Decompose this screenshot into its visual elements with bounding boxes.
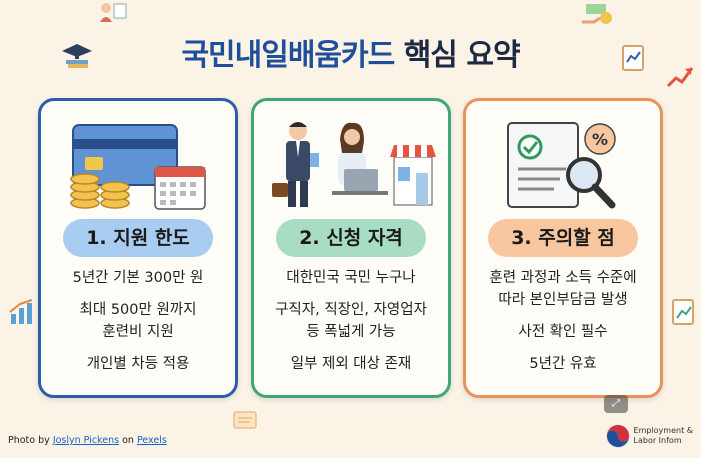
svg-text:%: % [592, 130, 608, 149]
site-link[interactable]: Pexels [136, 435, 167, 446]
card-line: 훈련비 지원 [102, 324, 174, 340]
author-link[interactable]: Joslyn Pickens [52, 435, 120, 446]
illustration: % [466, 117, 660, 213]
credit-card-coins-calendar-icon [70, 124, 206, 210]
card-heading: 1. 지원 한도 [63, 219, 213, 257]
brand-line2: Labor Infom [633, 436, 682, 445]
brand-logo: Employment & Labor Infom [606, 424, 693, 448]
card-support-limit: 1. 지원 한도 5년간 기본 300만 원 최대 500만 원까지 훈련비 지… [38, 98, 238, 398]
notepad-icon [233, 411, 257, 429]
card-line: 훈련 과정과 소득 수준에 [489, 270, 637, 286]
card-line: 따라 본인부담금 발생 [498, 292, 628, 308]
clipboard-trend-icon [672, 299, 694, 325]
card-cautions: % 3. 주의할 점 훈련 과정과 소득 수준에 따라 본인부담금 발생 사전 … [463, 98, 663, 398]
card-line: 개인별 차등 적용 [86, 356, 190, 372]
card-line: 사전 확인 필수 [518, 324, 608, 340]
card-body: 훈련 과정과 소득 수준에 따라 본인부담금 발생 사전 확인 필수 5년간 유… [472, 267, 654, 375]
card-heading: 2. 신청 자격 [276, 219, 426, 257]
illustration [41, 117, 235, 213]
brand-line1: Employment & [633, 426, 693, 435]
document-percent-magnifier-icon: % [507, 122, 616, 209]
illustration [254, 117, 448, 213]
card-line: 5년간 유효 [529, 356, 597, 372]
card-body: 대한민국 국민 누구나 구직자, 직장인, 자영업자 등 폭넓게 가능 일부 제… [260, 267, 442, 375]
title-accent: 핵심 요약 [403, 38, 521, 73]
card-eligibility: 2. 신청 자격 대한민국 국민 누구나 구직자, 직장인, 자영업자 등 폭넓… [251, 98, 451, 398]
card-body: 5년간 기본 300만 원 최대 500만 원까지 훈련비 지원 개인별 차등 … [47, 267, 229, 375]
credit-mid: on [122, 435, 134, 446]
card-line: 구직자, 직장인, 자영업자 [275, 302, 427, 318]
page-title: 국민내일배움카드 핵심 요약 [0, 30, 701, 74]
people-store-icon [272, 122, 436, 207]
taegeuk-logo-icon [606, 424, 630, 448]
card-line: 최대 500만 원까지 [79, 302, 197, 318]
card-heading: 3. 주의할 점 [488, 219, 638, 257]
card-line: 5년간 기본 300만 원 [72, 270, 204, 286]
credit-prefix: Photo by [8, 435, 50, 446]
chart-icon [9, 299, 33, 324]
title-main: 국민내일배움카드 [181, 38, 395, 73]
card-line: 등 폭넓게 가능 [306, 324, 396, 340]
money-hand-icon [582, 4, 612, 24]
photo-credit: Photo by Joslyn Pickens on Pexels [8, 435, 167, 446]
card-line: 일부 제외 대상 존재 [290, 356, 412, 372]
card-line: 대한민국 국민 누구나 [286, 270, 416, 286]
media-control-icon[interactable]: ⤢ [604, 395, 628, 413]
clipboard-chart-icon [622, 45, 644, 71]
graduation-cap-books-icon [62, 44, 92, 68]
person-chart-icon [100, 3, 127, 22]
trend-arrow-icon [666, 67, 694, 88]
